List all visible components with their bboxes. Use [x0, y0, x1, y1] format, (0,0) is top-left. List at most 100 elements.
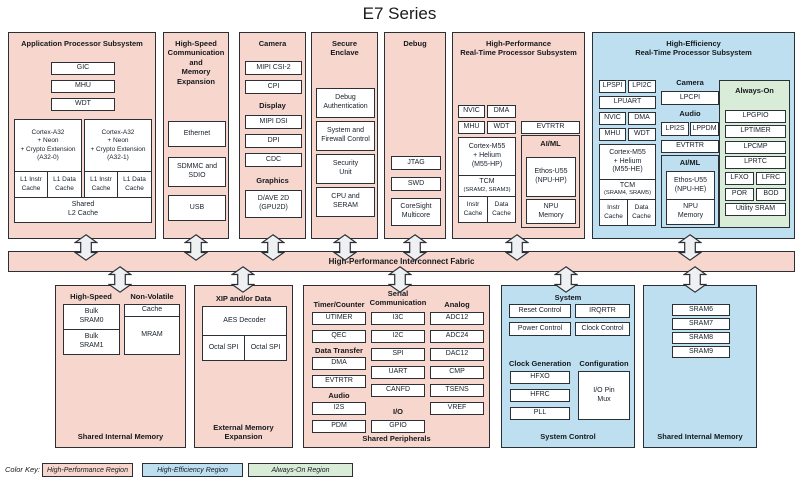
box-octal-spi: Octal SPI — [202, 335, 245, 361]
box-cpi: CPI — [245, 80, 302, 94]
box-l1-instr-cache: L1 Instr Cache — [84, 171, 118, 198]
section-header-camera: Camera — [258, 39, 287, 48]
box-mhu: MHU — [458, 121, 485, 134]
box-evtrtr: EVTRTR — [521, 121, 580, 134]
box-dma: DMA — [487, 105, 516, 118]
section-header-display: Display — [259, 101, 286, 110]
box-hfxo: HFXO — [510, 371, 570, 384]
box-lpspi: LPSPI — [599, 80, 626, 93]
box-debug-authentication: Debug Authentication — [316, 88, 375, 118]
section-header-ai-ml: AI/ML — [540, 139, 561, 148]
box-coresight-multicore: CoreSight Multicore — [391, 198, 441, 226]
box-usb: USB — [168, 195, 226, 221]
box-lpcpi: LPCPI — [661, 91, 719, 105]
box-dma: DMA — [628, 112, 656, 125]
box-system-firewall-control: System and Firewall Control — [316, 121, 375, 151]
bidirectional-arrow — [554, 266, 578, 293]
box-tcm-sram2-sram3: TCM (SRAM2, SRAM3) — [458, 175, 516, 197]
block-high-efficiency-real-time-processor-subsystem: High-Efficiency Real-Time Processor Subs… — [592, 32, 795, 239]
subblock-ai-ml: AI/ML Ethos-U55 (NPU-HE) NPU Memory — [661, 155, 719, 228]
box-clock-control: Clock Control — [575, 322, 630, 336]
section-header-non-volatile: Non-Volatile — [130, 292, 174, 301]
box-tsens: TSENS — [430, 384, 484, 397]
box-dac12: DAC12 — [430, 348, 484, 361]
section-header-audio: Audio — [679, 109, 701, 118]
box-l1-data-cache: L1 Data Cache — [47, 171, 82, 198]
box-evtrtr: EVTRTR — [661, 140, 719, 153]
box-sram8: SRAM8 — [672, 332, 730, 344]
box-dave-2d-gpu2d: D/AVE 2D (GPU2D) — [245, 190, 302, 218]
section-header-high-speed: High-Speed — [70, 292, 112, 301]
section-header-io: I/O — [392, 407, 403, 416]
box-evtrtr: EVTRTR — [312, 375, 366, 388]
section-header-always-on: Always-On — [735, 86, 774, 95]
block-label: System Control — [540, 432, 596, 441]
box-lfrc: LFRC — [756, 172, 786, 185]
box-utimer: UTIMER — [312, 312, 366, 325]
box-lpi2c: LPI2C — [628, 80, 656, 93]
diagram-title: E7 Series — [362, 4, 437, 23]
box-spi: SPI — [371, 348, 425, 361]
box-mram: MRAM — [124, 316, 180, 355]
box-swd: SWD — [391, 177, 441, 191]
block-title: High-Efficiency Real-Time Processor Subs… — [635, 39, 752, 58]
box-jtag: JTAG — [391, 156, 441, 170]
box-wdt: WDT — [51, 98, 115, 111]
color-key-item-label: Always-On Region — [271, 466, 330, 474]
block-label: External Memory Expansion — [213, 423, 274, 441]
box-cmp: CMP — [430, 366, 484, 379]
bidirectional-arrow — [403, 234, 427, 261]
box-io-pin-mux: I/O Pin Mux — [578, 371, 630, 420]
box-reset-control: Reset Control — [509, 304, 571, 318]
block-shared-peripherals: Serial Communication Timer/Counter Analo… — [303, 285, 490, 448]
block-high-performance-real-time-processor-subsystem: High-Performance Real-Time Processor Sub… — [452, 32, 585, 239]
box-lpcmp: LPCMP — [725, 141, 786, 154]
box-uart: UART — [371, 366, 425, 379]
block-title: Application Processor Subsystem — [21, 39, 143, 48]
color-key-high-performance: High-Performance Region — [42, 463, 133, 477]
box-l1-data-cache: L1 Data Cache — [117, 171, 152, 198]
bidirectional-arrow — [678, 234, 702, 261]
section-header-system: System — [554, 293, 582, 302]
box-sram6: SRAM6 — [672, 304, 730, 316]
box-gpio: GPIO — [371, 420, 425, 433]
box-hfrc: HFRC — [510, 389, 570, 402]
bidirectional-arrow — [261, 234, 285, 261]
box-bulk-sram1: Bulk SRAM1 — [63, 329, 120, 355]
color-key-high-efficiency: High-Efficiency Region — [142, 463, 243, 477]
bidirectional-arrow — [683, 266, 707, 293]
box-ethos-u55-npu-he: Ethos-U55 (NPU-HE) — [666, 171, 715, 200]
box-gic: GIC — [51, 62, 115, 75]
box-irqrtr: IRQRTR — [575, 304, 630, 318]
block-title: High-Speed Communication and Memory Expa… — [167, 39, 225, 86]
box-cpu-seram: CPU and SERAM — [316, 187, 375, 217]
block-high-speed-communication-memory-expansion: High-Speed Communication and Memory Expa… — [163, 32, 229, 239]
box-ethernet: Ethernet — [168, 121, 226, 147]
box-sram7: SRAM7 — [672, 318, 730, 330]
box-npu-memory: NPU Memory — [666, 199, 715, 225]
box-sram9: SRAM9 — [672, 346, 730, 358]
box-instr-cache: Instr Cache — [458, 196, 488, 223]
box-lpi2s: LPI2S — [661, 122, 689, 136]
box-nvic: NVIC — [599, 112, 626, 125]
box-lppdm: LPPDM — [690, 122, 719, 136]
box-pdm: PDM — [312, 420, 366, 433]
color-key-item-label: High-Efficiency Region — [157, 466, 228, 474]
block-shared-internal-memory-right: SRAM6 SRAM7 SRAM8 SRAM9 Shared Internal … — [643, 285, 757, 448]
box-bulk-sram0: Bulk SRAM0 — [63, 304, 120, 330]
box-lprtc: LPRTC — [725, 156, 786, 169]
bidirectional-arrow — [505, 234, 529, 261]
box-sdmmc-sdio: SDMMC and SDIO — [168, 157, 226, 187]
box-cdc: CDC — [245, 153, 302, 167]
box-cortex-a32-1: Cortex-A32 + Neon + Crypto Extension (A3… — [84, 119, 152, 172]
section-header-graphics: Graphics — [256, 176, 289, 185]
subblock-always-on: Always-On LPGPIO LPTIMER LPCMP LPRTC LFX… — [719, 80, 790, 228]
block-system-control: System Reset Control IRQRTR Power Contro… — [501, 285, 635, 448]
bidirectional-arrow — [74, 234, 98, 261]
section-header-camera: Camera — [676, 78, 704, 87]
box-lfxo: LFXO — [725, 172, 754, 185]
box-npu-memory: NPU Memory — [526, 199, 576, 224]
color-key-item-label: High-Performance Region — [47, 466, 128, 474]
tcm-label: TCM — [479, 178, 495, 185]
